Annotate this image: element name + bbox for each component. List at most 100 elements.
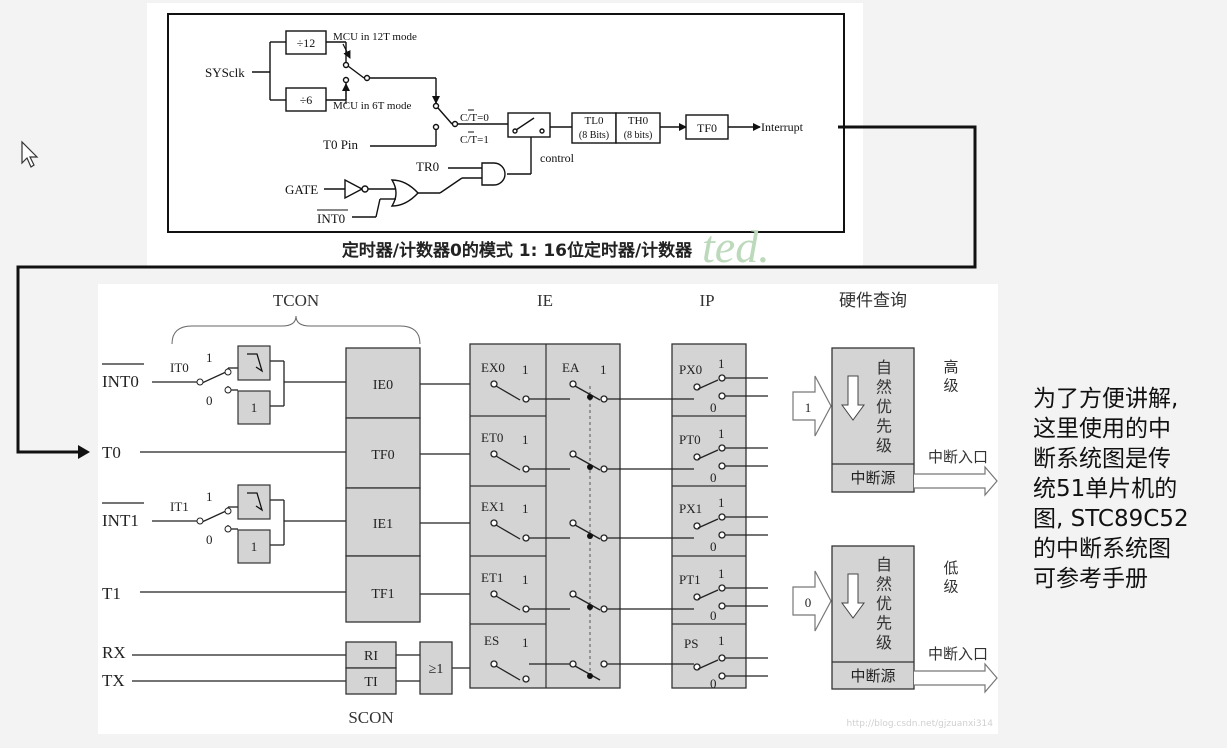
ip-register-panel <box>671 343 747 689</box>
pt1-zero: 0 <box>710 608 717 623</box>
mode-arrows <box>342 43 440 104</box>
high-output-arrow <box>914 465 998 497</box>
divide-6-block <box>285 87 327 112</box>
flag-labels: IE0 TF0 IE1 TF1 RI TI ≥1 <box>364 378 443 690</box>
ip-header: IP <box>699 291 714 310</box>
ie1-flag: IE1 <box>373 517 393 532</box>
tf0-top-label: TF0 <box>697 121 717 135</box>
mode6-label: MCU in 6T mode <box>333 100 411 112</box>
hw-query-header: 硬件查询 <box>839 291 907 311</box>
low-source-label: 中断源 <box>850 667 895 685</box>
high-entry-label: 中断入口 <box>928 448 988 466</box>
pt1-label: PT1 <box>679 572 701 587</box>
gate-label: GATE <box>285 182 318 197</box>
ps-zero: 0 <box>710 676 717 691</box>
tcon-brace <box>171 315 421 345</box>
px1-one: 1 <box>718 495 725 510</box>
ex0-label: EX0 <box>481 360 505 375</box>
ri-flag: RI <box>364 649 378 664</box>
it0-label: IT0 <box>170 360 189 375</box>
tl0-label: TL0 <box>585 115 604 127</box>
low-priority-box <box>831 545 915 690</box>
top-diagram-wires <box>252 41 761 218</box>
es-label: ES <box>484 633 499 648</box>
ps-one: 1 <box>718 633 725 648</box>
high-priority-text: 自然优先级 <box>876 358 892 455</box>
ie-labels: EX0 1 ET0 1 EX1 1 ET1 1 ES 1 EA 1 <box>481 360 607 650</box>
px0-label: PX0 <box>679 362 702 377</box>
scon-header: SCON <box>348 708 393 727</box>
pt0-zero: 0 <box>710 470 717 485</box>
it0-edge-select <box>196 345 271 425</box>
ex1-one: 1 <box>522 501 529 516</box>
et0-one: 1 <box>522 432 529 447</box>
pt1-one: 1 <box>718 566 725 581</box>
connector-arrow-line <box>16 125 977 454</box>
mode12-label: MCU in 12T mode <box>333 31 417 43</box>
ie-dividers <box>470 344 547 688</box>
mouse-cursor-icon <box>21 140 39 168</box>
high-input-arrow <box>792 375 832 437</box>
ie-header: IE <box>537 291 553 310</box>
es-one: 1 <box>522 635 529 650</box>
column-headers: TCON IE IP 硬件查询 SCON <box>273 291 907 727</box>
ti-flag: TI <box>364 675 378 690</box>
ip-dividers <box>672 415 746 625</box>
or-gate-label: ≥1 <box>429 662 444 677</box>
px0-zero: 0 <box>710 400 717 415</box>
ie0-flag: IE0 <box>373 378 393 393</box>
it1-one: 1 <box>206 489 213 504</box>
low-level-label: 低级 <box>943 559 958 595</box>
px1-zero: 0 <box>710 539 717 554</box>
top-diagram-frame <box>167 13 845 233</box>
rx-input-label: RX <box>102 643 126 662</box>
ea-one: 1 <box>600 362 607 377</box>
top-diagram-caption: 定时器/计数器0的模式 1: 16位定时器/计数器 <box>342 240 693 261</box>
ie-register-panel <box>469 343 621 689</box>
high-arrow-label: 1 <box>805 400 812 415</box>
ea-label: EA <box>562 360 580 375</box>
channel-switches <box>490 374 768 683</box>
low-input-arrow <box>792 570 832 632</box>
th0-label: TH0 <box>628 115 649 127</box>
high-down-arrow-icon <box>841 375 865 421</box>
low-priority-queue: 0 自然优先级 中断源 中断入口 低级 <box>792 545 998 694</box>
connector-arrowhead <box>78 445 90 459</box>
th0-bits-label: (8 bits) <box>624 130 653 141</box>
top-diagram-panel <box>147 3 863 267</box>
tf1-flag: TF1 <box>371 587 394 602</box>
low-arrow-label: 0 <box>805 595 812 610</box>
high-priority-box <box>831 347 915 493</box>
t0-pin-label: T0 Pin <box>323 137 359 152</box>
it1-zero: 0 <box>206 532 213 547</box>
ip-labels: PX0 1 0 PT0 1 0 PX1 1 0 PT1 1 0 PS 1 0 <box>679 356 725 691</box>
interrupt-system-diagram: TCON IE IP 硬件查询 SCON INT0 T0 INT1 T1 RX … <box>98 284 998 734</box>
low-down-arrow-icon <box>841 573 865 619</box>
high-source-label: 中断源 <box>850 469 895 487</box>
low-entry-label: 中断入口 <box>928 645 988 663</box>
control-label: control <box>540 151 575 165</box>
interrupt-label: Interrupt <box>761 120 804 134</box>
divide-12-block <box>285 30 327 55</box>
px1-label: PX1 <box>679 501 702 516</box>
timer0-mode1-diagram: SYSclk ÷12 ÷6 MCU in 12T mode MCU in 6T … <box>147 3 863 272</box>
ct1-label: C/T=1 <box>460 134 489 146</box>
pt0-one: 1 <box>718 426 725 441</box>
high-level-label: 高级 <box>943 358 958 394</box>
px0-one: 1 <box>718 356 725 371</box>
low-output-arrow <box>914 662 998 694</box>
ex0-one: 1 <box>522 362 529 377</box>
t0-input-label: T0 <box>102 443 121 462</box>
high-priority-queue: 1 自然优先级 中断源 中断入口 高级 <box>792 347 998 497</box>
sysclk-label: SYSclk <box>205 65 245 80</box>
it1-label: IT1 <box>170 499 189 514</box>
it1-level-one: 1 <box>251 539 258 554</box>
ea-contact-dots <box>587 394 593 679</box>
low-priority-text: 自然优先级 <box>876 555 892 652</box>
t1-input-label: T1 <box>102 584 121 603</box>
ps-label: PS <box>684 636 698 651</box>
int0-input-label: INT0 <box>102 372 139 391</box>
tr0-label: TR0 <box>416 159 439 174</box>
int1-input-label: INT1 <box>102 511 139 530</box>
